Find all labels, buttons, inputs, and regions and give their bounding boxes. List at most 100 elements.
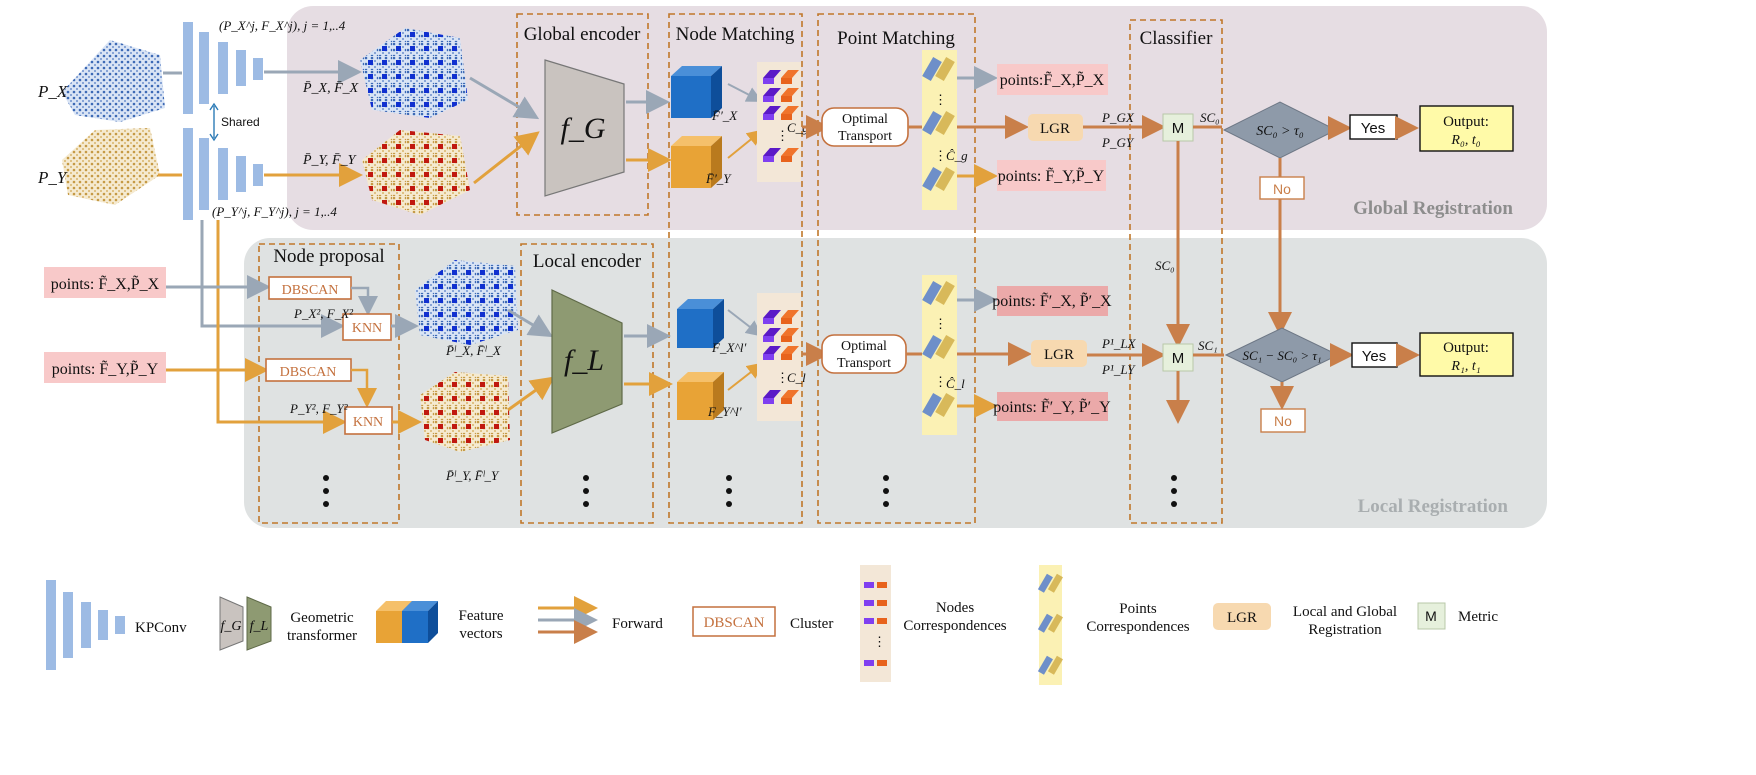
yes-local: [1351, 342, 1398, 368]
svg-text:P̄ˡ_X, F̄ˡ_X: P̄ˡ_X, F̄ˡ_X: [445, 343, 502, 358]
local-node-cloud-y: [420, 372, 510, 452]
legend-kpconv-icon: [46, 580, 125, 670]
svg-text:P_X², F_X²: P_X², F_X²: [293, 306, 354, 321]
svg-text:KNN: KNN: [353, 415, 383, 430]
svg-text:Feature: Feature: [459, 608, 504, 624]
metric-local: [1162, 343, 1194, 372]
local-feature-vector-x: [677, 299, 724, 348]
svg-text:R₁, t₁: R₁, t₁: [1450, 359, 1480, 374]
output-global: [1419, 105, 1514, 152]
svg-text:Output:: Output:: [1443, 340, 1489, 356]
legend-dbscan-box: [692, 606, 776, 637]
svg-text:points: F̃_Y,P̃_Y: points: F̃_Y,P̃_Y: [998, 167, 1105, 185]
svg-text:Geometric: Geometric: [290, 610, 354, 626]
point-cloud-px: [62, 40, 165, 122]
svg-text:Optimal: Optimal: [841, 339, 887, 354]
continuation-dots: [323, 475, 1177, 507]
legend: KPConv f_G f_L Geometric transformer Fea…: [46, 565, 1498, 685]
svg-text:Yes: Yes: [1362, 348, 1386, 365]
legend-metric-icon: [1417, 602, 1446, 630]
lgr-global: [1028, 114, 1083, 141]
svg-text:Optimal: Optimal: [842, 112, 888, 127]
global-registration-label: Global Registration: [1353, 198, 1513, 219]
legend-fg-icon: [219, 596, 244, 651]
local-input-y: [44, 352, 166, 383]
node-proposal-box: [258, 243, 400, 524]
points-box-local-x: [997, 286, 1108, 316]
svg-text:LGR: LGR: [1040, 121, 1070, 137]
no-global: [1259, 176, 1305, 200]
svg-text:points: F̃_X,P̃_X: points: F̃_X,P̃_X: [51, 275, 160, 293]
point-matching-box: [817, 13, 976, 524]
py-arrow-label: P̄_Y, F̄_Y: [302, 153, 358, 168]
svg-text:M: M: [1425, 608, 1437, 624]
fg-transformer: [544, 59, 625, 197]
svg-text:Yes: Yes: [1361, 120, 1385, 137]
svg-text:⋮: ⋮: [776, 370, 789, 385]
fl-transformer: [551, 289, 623, 434]
svg-text:M: M: [1172, 350, 1185, 367]
node-cloud-y: [362, 130, 470, 215]
svg-text:No: No: [1274, 413, 1292, 429]
svg-text:Correspondences: Correspondences: [1086, 619, 1189, 635]
points-box-local-y: [997, 392, 1108, 421]
svg-text:⋮: ⋮: [776, 128, 789, 143]
feature-vector-x: [671, 66, 722, 118]
shared-label: Shared: [221, 115, 260, 129]
cl-label: C_l: [787, 370, 806, 385]
fy-prime-label: F̄′_Y: [705, 171, 732, 186]
svg-text:⋮: ⋮: [873, 634, 886, 649]
node-proposal-title: Node proposal: [273, 246, 384, 267]
svg-text:Correspondences: Correspondences: [903, 618, 1006, 634]
svg-text:f_L: f_L: [250, 619, 269, 634]
py-label: P_Y: [37, 168, 68, 187]
svg-text:points: F̃′_X, P̃′_X: points: F̃′_X, P̃′_X: [992, 292, 1112, 310]
classifier-title: Classifier: [1140, 28, 1213, 49]
knn-y: [344, 406, 393, 435]
kpconv-stack-y: [183, 128, 263, 220]
fl-label: f_L: [564, 344, 604, 377]
local-node-cloud-x: [415, 260, 518, 345]
svg-text:points: F̃_Y,P̃_Y: points: F̃_Y,P̃_Y: [52, 360, 159, 378]
svg-text:points: F̃′_Y, P̃′_Y: points: F̃′_Y, P̃′_Y: [993, 398, 1111, 416]
svg-text:P¹_LY: P¹_LY: [1101, 362, 1136, 377]
svg-text:P¹_LX: P¹_LX: [1101, 336, 1137, 351]
svg-text:Nodes: Nodes: [936, 600, 974, 616]
cl-hat-label: Ĉ_l: [946, 376, 965, 391]
svg-text:F_X^l′: F_X^l′: [711, 340, 746, 355]
svg-text:vectors: vectors: [459, 626, 502, 642]
px-arrow-label: P̄_X, F̄_X: [302, 81, 359, 96]
svg-text:SC₁: SC₁: [1198, 338, 1218, 353]
svg-text:⋮: ⋮: [934, 148, 947, 163]
px-label: P_X: [37, 82, 68, 101]
svg-text:Transport: Transport: [838, 129, 892, 144]
cg-label: C_g: [787, 120, 809, 135]
fx-prime-label: F̄′_X: [711, 108, 738, 123]
pgx-label: P_GX: [1101, 110, 1135, 125]
kpconv-stack-x: [183, 22, 263, 114]
px-feature-label: (P_X^j, F_X^j), j = 1,..4: [219, 18, 346, 33]
feature-vector-y: [671, 136, 722, 188]
svg-text:F_Y^l′: F_Y^l′: [707, 404, 742, 419]
no-local: [1260, 408, 1306, 433]
points-box-global-x: [997, 64, 1108, 95]
svg-text:Local and Global: Local and Global: [1293, 604, 1397, 620]
svg-text:DBSCAN: DBSCAN: [704, 615, 765, 631]
svg-text:⋮: ⋮: [934, 316, 947, 331]
node-matching-title: Node Matching: [676, 24, 795, 45]
svg-text:R₀, t₀: R₀, t₀: [1450, 133, 1480, 148]
legend-fl-icon: [246, 596, 272, 651]
svg-text:transformer: transformer: [287, 628, 357, 644]
local-encoder-title: Local encoder: [533, 251, 642, 272]
legend-feature-icon: [376, 601, 438, 643]
points-box-global-y: [997, 160, 1106, 191]
svg-text:Metric: Metric: [1458, 609, 1498, 625]
svg-text:⋮: ⋮: [934, 92, 947, 107]
svg-text:KPConv: KPConv: [135, 620, 187, 636]
pgy-label: P_GY: [1101, 135, 1135, 150]
svg-text:SC₁ − SC₀ > τ₁: SC₁ − SC₀ > τ₁: [1242, 348, 1321, 363]
svg-text:SC₀ > τ₀: SC₀ > τ₀: [1256, 124, 1304, 139]
svg-text:⋮: ⋮: [934, 374, 947, 389]
fg-label: f_G: [561, 112, 606, 145]
